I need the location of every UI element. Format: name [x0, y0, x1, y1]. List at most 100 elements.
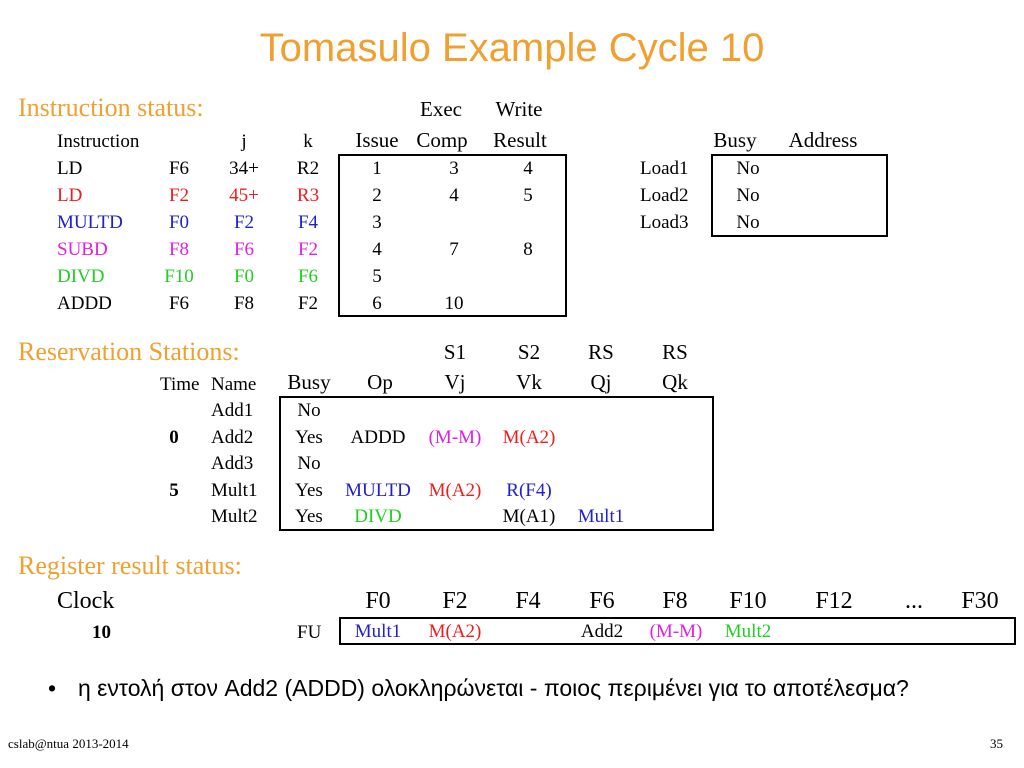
rs-vj-cell: (M-M) [428, 426, 482, 448]
rs-name-cell: Add3 [211, 453, 254, 474]
fu-label: FU [297, 622, 322, 643]
rs-busy-cell: Yes [295, 426, 323, 448]
instr-dest-cell: F6 [168, 158, 190, 179]
header-qj: Qj [590, 370, 612, 394]
clock-value: 10 [92, 622, 111, 643]
rs-name-cell: Mult1 [211, 479, 258, 501]
instr-j-cell: 34+ [229, 158, 259, 179]
instr-issue-cell: 5 [372, 266, 382, 287]
header-busy: Busy [287, 370, 331, 394]
instr-issue-cell: 3 [372, 212, 382, 233]
register-header-cell: F30 [961, 588, 999, 614]
rs-name-cell: Add1 [211, 400, 254, 421]
instr-j-cell: F6 [233, 239, 255, 260]
reservation-stations-box [279, 396, 714, 531]
header-load-address: Address [788, 128, 858, 152]
instr-dest-cell: F10 [164, 266, 194, 287]
header-j: j [241, 131, 247, 152]
header-exec-top: Exec [420, 97, 462, 121]
header-name: Name [211, 374, 257, 395]
header-op: Op [367, 370, 393, 394]
load-busy-cell: No [736, 158, 760, 179]
instr-op-cell: SUBD [57, 239, 108, 260]
instr-dest-cell: F2 [168, 185, 190, 206]
instr-j-cell: 45+ [229, 185, 259, 206]
register-header-cell: F0 [365, 588, 391, 614]
header-rs-qj-top: RS [588, 340, 614, 364]
rs-vk-cell: R(F4) [506, 479, 552, 501]
instr-write-cell: 8 [523, 239, 533, 260]
register-status-box [339, 617, 1016, 645]
instruction-status-box [338, 154, 567, 317]
register-header-cell: F6 [589, 588, 615, 614]
register-fu-cell: M(A2) [428, 621, 482, 642]
header-write-bottom: Result [493, 128, 547, 152]
register-header-cell: F4 [515, 588, 541, 614]
instr-issue-cell: 4 [372, 239, 382, 260]
instr-exec-cell: 4 [449, 185, 459, 206]
header-exec-bottom: Comp [416, 128, 468, 152]
load-buffers-box [711, 154, 888, 237]
rs-op-cell: ADDD [350, 426, 406, 448]
instr-issue-cell: 1 [372, 158, 382, 179]
header-k: k [303, 131, 313, 152]
register-fu-cell: Mult2 [724, 621, 772, 642]
instr-k-cell: F6 [297, 266, 319, 287]
instr-j-cell: F0 [233, 266, 255, 287]
instr-k-cell: F4 [297, 212, 319, 233]
page-number: 35 [990, 736, 1003, 751]
rs-busy-cell: Yes [295, 479, 323, 501]
register-header-cell: F2 [442, 588, 468, 614]
header-s1: S1 [443, 340, 467, 364]
header-time: Time [160, 374, 200, 395]
instr-op-cell: LD [57, 158, 83, 179]
rs-vj-cell: M(A2) [428, 479, 482, 501]
load-name-cell: Load2 [640, 185, 689, 206]
instr-j-cell: F2 [233, 212, 255, 233]
rs-busy-cell: No [297, 400, 321, 421]
instr-exec-cell: 7 [449, 239, 459, 260]
rs-busy-cell: No [297, 453, 321, 474]
register-fu-cell: Add2 [580, 621, 624, 642]
load-name-cell: Load3 [640, 212, 689, 233]
register-header-cell: F10 [729, 588, 767, 614]
reservation-stations-heading: Reservation Stations: [18, 337, 240, 366]
header-vj: Vj [444, 370, 466, 394]
instr-write-cell: 4 [523, 158, 533, 179]
instr-exec-cell: 10 [444, 293, 464, 314]
rs-name-cell: Mult2 [211, 506, 258, 527]
rs-name-cell: Add2 [211, 426, 254, 448]
header-issue: Issue [355, 128, 399, 152]
clock-label: Clock [57, 588, 115, 614]
register-fu-cell: Mult1 [354, 621, 402, 642]
slide-title: Tomasulo Example Cycle 10 [259, 26, 765, 70]
register-header-cell: F8 [662, 588, 688, 614]
instr-op-cell: ADDD [57, 293, 112, 314]
header-write-top: Write [495, 97, 543, 121]
instr-k-cell: F2 [297, 239, 319, 260]
instr-j-cell: F8 [233, 293, 255, 314]
instr-k-cell: R2 [296, 158, 320, 179]
rs-time-cell: 0 [169, 426, 179, 448]
rs-vk-cell: M(A2) [502, 426, 556, 448]
instr-dest-cell: F0 [168, 212, 190, 233]
register-header-cell: ... [905, 588, 923, 614]
rs-busy-cell: Yes [295, 506, 323, 527]
rs-vk-cell: M(A1) [502, 506, 556, 527]
header-qk: Qk [662, 370, 688, 394]
register-fu-cell: (M-M) [649, 621, 703, 642]
footer-left: cslab@ntua 2013-2014 [8, 736, 129, 751]
header-s2: S2 [517, 340, 541, 364]
instr-op-cell: DIVD [57, 266, 105, 287]
rs-op-cell: MULTD [345, 479, 411, 501]
instr-k-cell: R3 [296, 185, 320, 206]
instr-issue-cell: 6 [372, 293, 382, 314]
rs-time-cell: 5 [169, 479, 179, 501]
instr-issue-cell: 2 [372, 185, 382, 206]
instr-write-cell: 5 [523, 185, 533, 206]
load-name-cell: Load1 [640, 158, 689, 179]
rs-op-cell: DIVD [354, 506, 402, 527]
instr-op-cell: MULTD [57, 212, 123, 233]
instr-k-cell: F2 [297, 293, 319, 314]
rs-qj-cell: Mult1 [577, 506, 625, 527]
